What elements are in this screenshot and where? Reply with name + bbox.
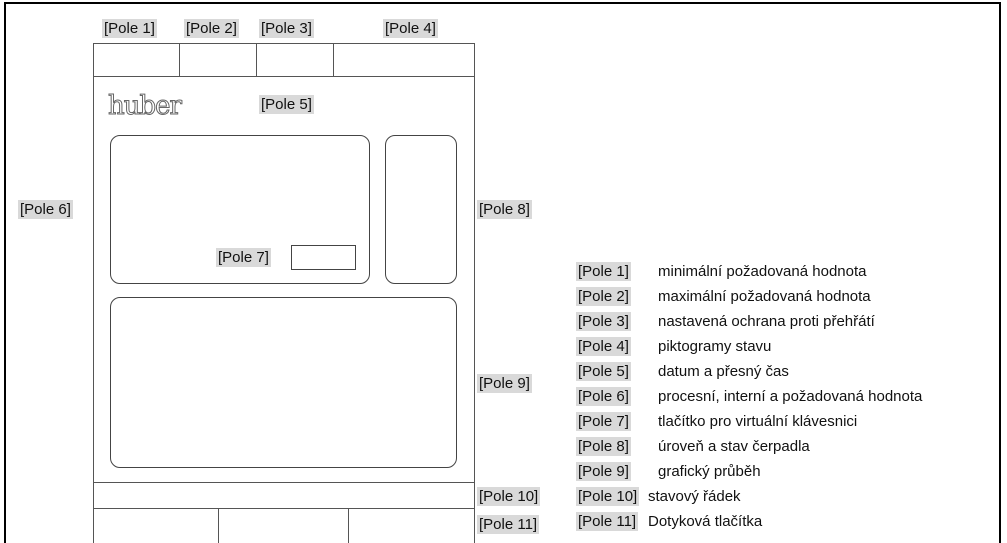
label-pole-7: [Pole 7] bbox=[216, 248, 271, 267]
legend-item: [Pole 4] piktogramy stavu bbox=[576, 337, 771, 357]
virtual-keyboard-button[interactable] bbox=[291, 245, 356, 270]
label-pole-3: [Pole 3] bbox=[259, 19, 314, 38]
legend-text: úroveň a stav čerpadla bbox=[658, 438, 810, 455]
label-pole-6: [Pole 6] bbox=[18, 200, 73, 219]
legend-tag: [Pole 2] bbox=[576, 287, 631, 306]
legend-item: [Pole 7] tlačítko pro virtuální klávesni… bbox=[576, 412, 857, 432]
legend-text: Dotyková tlačítka bbox=[648, 513, 763, 530]
label-pole-8: [Pole 8] bbox=[477, 200, 532, 219]
legend-item: [Pole 1] minimální požadovaná hodnota bbox=[576, 262, 866, 282]
legend-tag: [Pole 10] bbox=[576, 487, 640, 506]
legend-tag: [Pole 5] bbox=[576, 362, 631, 381]
graph-panel bbox=[110, 297, 457, 468]
label-pole-1: [Pole 1] bbox=[102, 19, 157, 38]
legend-item: [Pole 2] maximální požadovaná hodnota bbox=[576, 287, 871, 307]
legend-item: [Pole 8] úroveň a stav čerpadla bbox=[576, 437, 810, 457]
label-pole-5: [Pole 5] bbox=[259, 95, 314, 114]
legend-text: stavový řádek bbox=[648, 488, 741, 505]
label-pole-4: [Pole 4] bbox=[383, 19, 438, 38]
label-pole-11: [Pole 11] bbox=[477, 515, 540, 534]
process-values-panel bbox=[110, 135, 370, 284]
legend-tag: [Pole 7] bbox=[576, 412, 631, 431]
label-pole-2: [Pole 2] bbox=[184, 19, 239, 38]
legend-tag: [Pole 3] bbox=[576, 312, 631, 331]
legend-text: tlačítko pro virtuální klávesnici bbox=[658, 413, 858, 430]
legend-item: [Pole 11] Dotyková tlačítka bbox=[576, 512, 762, 532]
legend-tag: [Pole 4] bbox=[576, 337, 631, 356]
legend-tag: [Pole 11] bbox=[576, 512, 639, 531]
legend-tag: [Pole 1] bbox=[576, 262, 631, 281]
label-pole-10: [Pole 10] bbox=[477, 487, 541, 506]
legend-text: nastavená ochrana proti přehřátí bbox=[658, 313, 875, 330]
pump-status-panel bbox=[385, 135, 457, 284]
legend-text: maximální požadovaná hodnota bbox=[658, 288, 871, 305]
outer-frame bbox=[4, 2, 1001, 543]
huber-logo: huber bbox=[108, 91, 183, 121]
legend-item: [Pole 3] nastavená ochrana proti přehřát… bbox=[576, 312, 875, 332]
legend-tag: [Pole 8] bbox=[576, 437, 631, 456]
legend-item: [Pole 5] datum a přesný čas bbox=[576, 362, 789, 382]
legend-text: datum a přesný čas bbox=[658, 363, 789, 380]
legend-text: minimální požadovaná hodnota bbox=[658, 263, 867, 280]
legend-text: grafický průběh bbox=[658, 463, 761, 480]
legend-text: piktogramy stavu bbox=[658, 338, 772, 355]
label-pole-9: [Pole 9] bbox=[477, 374, 532, 393]
legend-item: [Pole 9] grafický průběh bbox=[576, 462, 761, 482]
legend-item: [Pole 6] procesní, interní a požadovaná … bbox=[576, 387, 922, 407]
legend-item: [Pole 10] stavový řádek bbox=[576, 487, 741, 507]
legend-text: procesní, interní a požadovaná hodnota bbox=[658, 388, 923, 405]
legend-tag: [Pole 6] bbox=[576, 387, 631, 406]
legend-tag: [Pole 9] bbox=[576, 462, 631, 481]
